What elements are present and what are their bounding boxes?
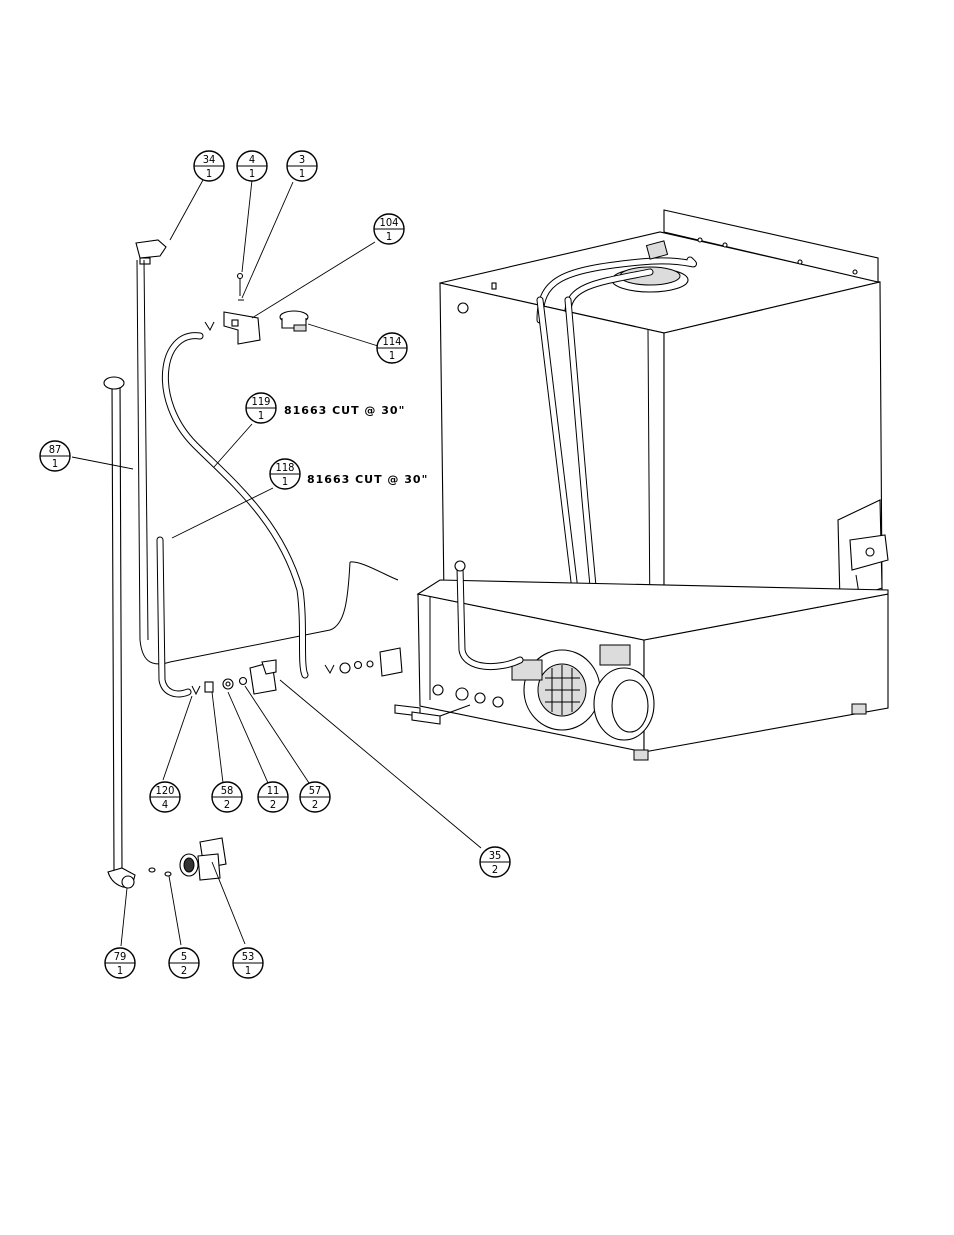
balloon-item-number: 5	[181, 950, 187, 963]
balloon-quantity: 1	[117, 964, 123, 977]
dishwasher-tub-assembly	[394, 209, 889, 761]
balloon-quantity: 1	[245, 964, 251, 977]
balloon-item-4: 41	[236, 150, 268, 182]
balloon-quantity: 1	[258, 409, 264, 422]
balloon-quantity: 1	[386, 230, 392, 243]
balloon-item-number: 87	[49, 443, 62, 456]
balloon-item-number: 34	[203, 153, 216, 166]
balloon-item-11: 112	[257, 781, 289, 813]
balloon-item-number: 4	[249, 153, 255, 166]
balloon-item-number: 57	[309, 784, 322, 797]
balloon-quantity: 2	[181, 964, 187, 977]
leader-lines	[71, 179, 482, 947]
balloon-item-number: 79	[114, 950, 127, 963]
balloon-item-number: 3	[299, 153, 305, 166]
balloon-item-3: 31	[286, 150, 318, 182]
balloon-quantity: 1	[52, 457, 58, 470]
balloon-item-number: 11	[267, 784, 280, 797]
balloon-item-number: 58	[221, 784, 234, 797]
balloon-item-number: 104	[380, 216, 399, 229]
note-item-119: 81663 CUT @ 30"	[284, 404, 405, 417]
balloon-item-87: 871	[39, 440, 71, 472]
note-item-118: 81663 CUT @ 30"	[307, 473, 428, 486]
balloon-item-58: 582	[211, 781, 243, 813]
balloon-quantity: 1	[299, 167, 305, 180]
balloon-quantity: 1	[249, 167, 255, 180]
balloon-quantity: 4	[162, 798, 168, 811]
balloon-item-number: 119	[252, 395, 271, 408]
balloon-item-number: 35	[489, 849, 502, 862]
balloon-item-35: 352	[479, 846, 511, 878]
balloon-item-5: 52	[168, 947, 200, 979]
water-supply-parts	[103, 239, 403, 889]
balloon-item-number: 118	[276, 461, 295, 474]
balloon-quantity: 2	[312, 798, 318, 811]
balloon-item-number: 114	[383, 335, 402, 348]
callout-balloons: 3414131104111411191118187112045821125723…	[39, 150, 511, 979]
balloon-quantity: 2	[270, 798, 276, 811]
balloon-quantity: 2	[224, 798, 230, 811]
balloon-item-34: 341	[193, 150, 225, 182]
balloon-item-53: 531	[232, 947, 264, 979]
balloon-item-number: 120	[156, 784, 175, 797]
balloon-quantity: 1	[282, 475, 288, 488]
balloon-quantity: 2	[492, 863, 498, 876]
balloon-quantity: 1	[389, 349, 395, 362]
balloon-item-79: 791	[104, 947, 136, 979]
balloon-quantity: 1	[206, 167, 212, 180]
balloon-item-57: 572	[299, 781, 331, 813]
balloon-item-number: 53	[242, 950, 255, 963]
